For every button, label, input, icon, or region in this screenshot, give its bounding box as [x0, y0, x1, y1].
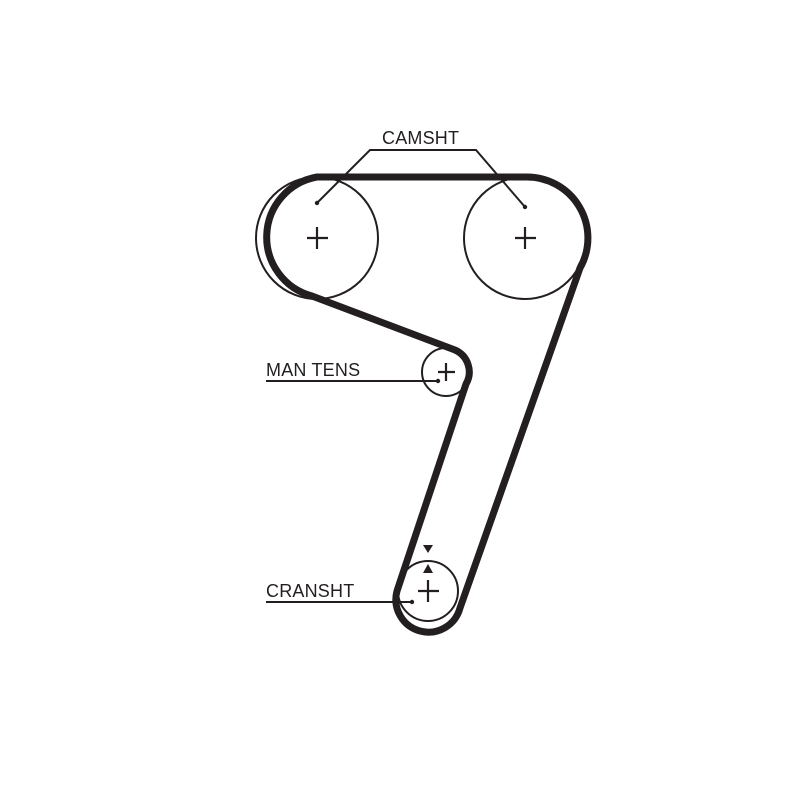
- camshaft-right-pulley: [463, 176, 587, 300]
- center-cross-icon: [515, 227, 536, 249]
- crankshaft-label: CRANSHT: [266, 581, 354, 601]
- center-cross-icon: [438, 363, 455, 381]
- tensioner-callout: [266, 378, 441, 384]
- tensioner-label: MAN TENS: [266, 360, 360, 380]
- center-cross-icon: [418, 580, 439, 602]
- crankshaft-callout: [266, 599, 415, 605]
- timing-belt: [263, 173, 592, 636]
- camshaft-left-pulley: [255, 176, 379, 300]
- camshaft-callout: [314, 149, 528, 210]
- camshaft-label: CAMSHT: [382, 128, 459, 148]
- center-cross-icon: [307, 227, 328, 249]
- crankshaft-pulley: [397, 545, 459, 622]
- manual-tensioner-pulley: [421, 347, 471, 397]
- timing-mark-icon: [423, 545, 433, 573]
